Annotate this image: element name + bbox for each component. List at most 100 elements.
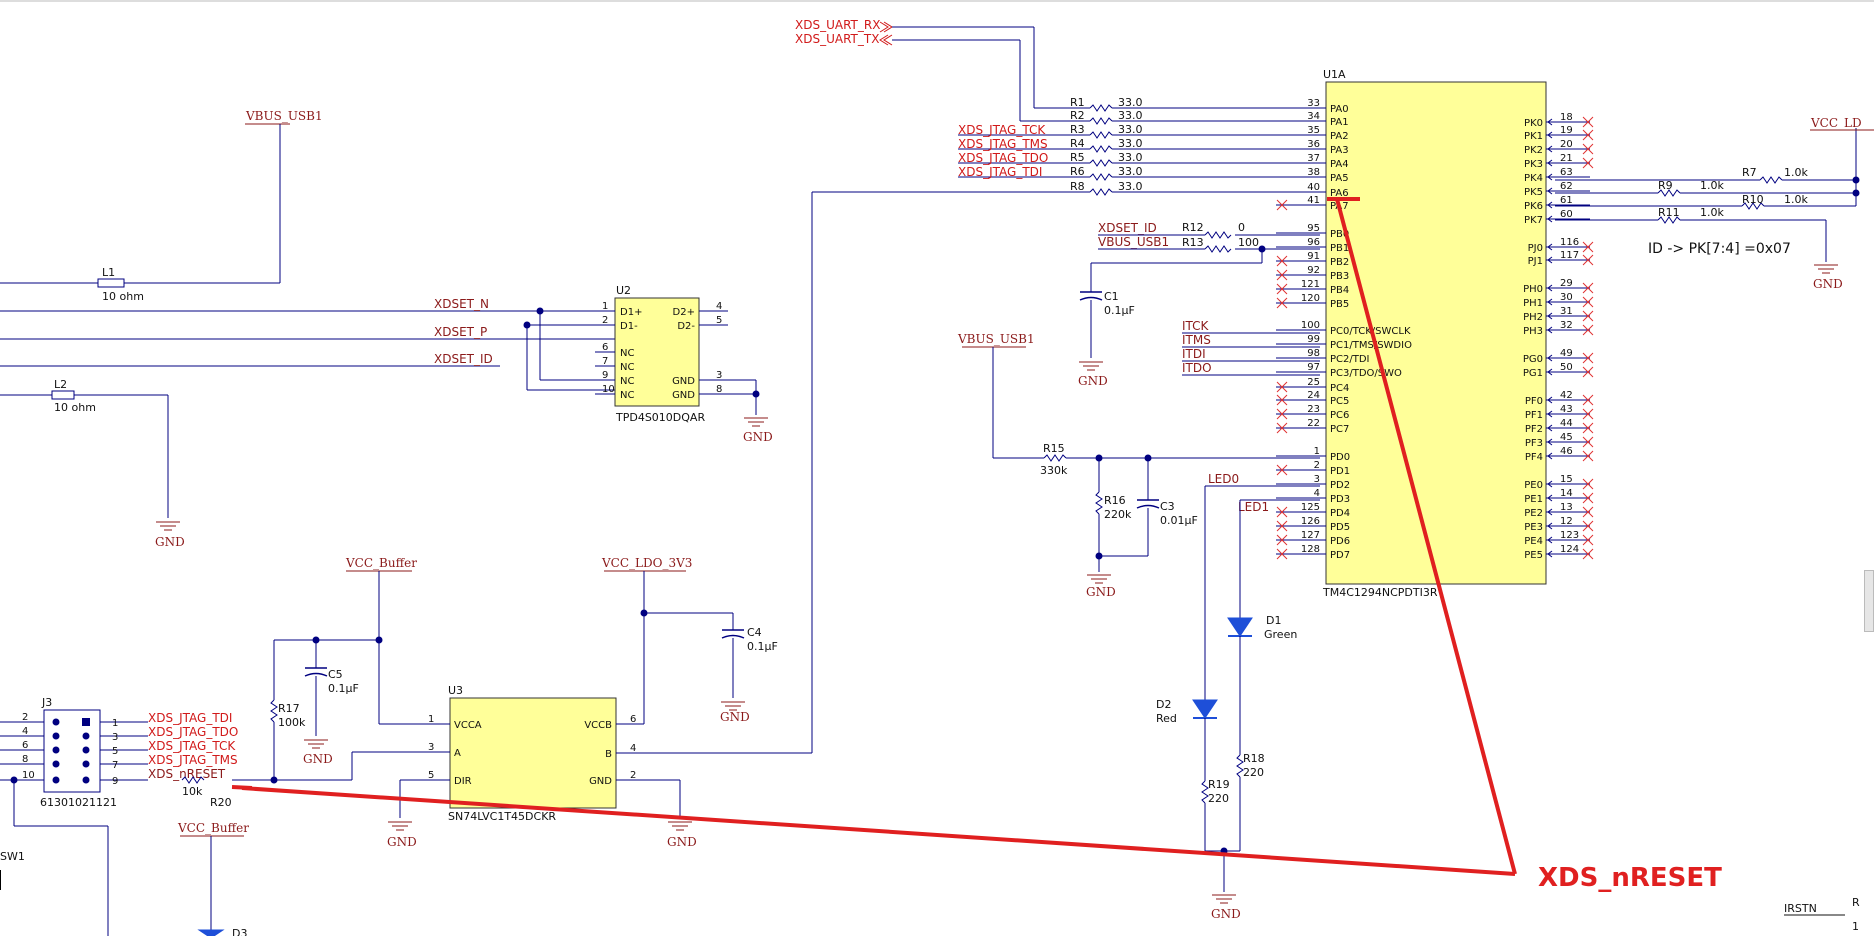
- u1-pin-num: 30: [1560, 292, 1573, 303]
- u1-pin-num: 62: [1560, 181, 1573, 192]
- l2-value: 10 ohm: [54, 401, 96, 414]
- l1-ref: L1: [102, 266, 115, 279]
- r6-ref: R6: [1070, 165, 1085, 178]
- u2-pin-num: 10: [602, 384, 615, 395]
- j3-pin-num: 4: [22, 726, 28, 737]
- vbus-divider: VBUS_USB1 R15 330k R16 220k C3 0.01µF GN…: [957, 332, 1320, 599]
- u1-pin-num: 43: [1560, 404, 1573, 415]
- led-circuit: LED0 LED1 D1 Green R18 220 D2 Red R19 22…: [1156, 472, 1320, 921]
- u1-pin-num: 35: [1307, 125, 1320, 136]
- vbus-usb1-top: VBUS_USB1: [245, 109, 323, 283]
- gnd-pk-label: GND: [1813, 277, 1843, 291]
- xdset-n-label: XDSET_N: [434, 297, 489, 311]
- u1a-part: TM4C1294NCPDTI3R: [1322, 586, 1438, 599]
- jtag-tms-label: XDS_JTAG_TMS: [958, 137, 1048, 151]
- u3-pin-num: 3: [428, 742, 434, 753]
- r15-value: 330k: [1040, 464, 1068, 477]
- u1-pin-pg1: PG1 50: [1523, 362, 1594, 379]
- u1-pin-name: PJ0: [1528, 243, 1543, 254]
- j3-pin-num: 5: [112, 746, 118, 757]
- u1-pin-name: PA3: [1330, 145, 1349, 156]
- u1-pin-num: 50: [1560, 362, 1573, 373]
- j3-tdi-label: XDS_JTAG_TDI: [148, 711, 232, 725]
- u1-pin-num: 46: [1560, 446, 1573, 457]
- u1-pin-num: 117: [1560, 250, 1579, 261]
- u1-pin-num: 98: [1307, 348, 1320, 359]
- r10-ref: R10: [1742, 193, 1764, 206]
- uart-nets: XDS_UART_RX XDS_UART_TX: [795, 18, 1035, 121]
- d2-value: Red: [1156, 712, 1177, 725]
- r18-ref: R18: [1243, 752, 1265, 765]
- u3-pin-num: 4: [630, 743, 636, 754]
- ic-u1a: U1A TM4C1294NCPDTI3R 33PA034PA135PA236PA…: [1276, 68, 1594, 599]
- r7-ref: R7: [1742, 166, 1757, 179]
- vcc-ld-right-label: VCC_LD: [1810, 116, 1862, 130]
- u1-pin-num: 40: [1307, 182, 1320, 193]
- u1-pin-num: 2: [1314, 460, 1320, 471]
- u1-pin-name: PB5: [1330, 299, 1349, 310]
- u1-pin-name: PB1: [1330, 243, 1349, 254]
- u1-pin-name: PJ1: [1528, 256, 1543, 267]
- u1-pin-num: 128: [1301, 544, 1320, 555]
- j3-tdo-label: XDS_JTAG_TDO: [148, 725, 238, 739]
- u1-pin-name: PA5: [1330, 173, 1349, 184]
- u1-pin-name: PA0: [1330, 104, 1349, 115]
- u2-part: TPD4S010DQAR: [615, 411, 705, 424]
- u2-pin-num: 2: [602, 315, 608, 326]
- vcc-buffer-1-label: VCC_Buffer: [345, 556, 417, 570]
- u1-pin-name: PD2: [1330, 480, 1350, 491]
- u1-pin-num: 100: [1301, 320, 1320, 331]
- u1-pin-name: PE5: [1524, 550, 1543, 561]
- u1-pin-name: PC6: [1330, 410, 1349, 421]
- r10-value: 1.0k: [1784, 193, 1808, 206]
- u1-pin-name: PK5: [1524, 187, 1543, 198]
- resistor-r6: R6 33.0: [958, 165, 1276, 181]
- u1-pin-name: PG1: [1523, 368, 1543, 379]
- vbus-usb1-net-label: VBUS_USB1: [1098, 235, 1169, 249]
- u1-pin-name: PC1/TMS/SWDIO: [1330, 340, 1412, 351]
- u1-pin-num: 127: [1301, 530, 1320, 541]
- u1-pin-num: 125: [1301, 502, 1320, 513]
- u1-pin-name: PE4: [1524, 536, 1543, 547]
- irstn-label: IRSTN: [1784, 902, 1817, 915]
- gnd-r16-label: GND: [1086, 585, 1116, 599]
- u2-pin-name: D1-: [620, 321, 638, 332]
- u3-part: SN74LVC1T45DCKR: [448, 810, 556, 823]
- u2-pin-name: NC: [620, 362, 634, 373]
- j3-part: 61301021121: [40, 796, 117, 809]
- vertical-scrollbar[interactable]: [1864, 570, 1874, 632]
- r16-value: 220k: [1104, 508, 1132, 521]
- u1-pin-num: 13: [1560, 502, 1573, 513]
- u1-pin-name: PD0: [1330, 452, 1350, 463]
- r18-value: 220: [1243, 766, 1264, 779]
- u1-pin-num: 95: [1307, 223, 1320, 234]
- r6-value: 33.0: [1118, 165, 1143, 178]
- u1-pin-name: PC5: [1330, 396, 1349, 407]
- gnd-u3dir-label: GND: [387, 835, 417, 849]
- u1-pin-name: PK6: [1524, 201, 1543, 212]
- u1-pin-num: 96: [1307, 237, 1320, 248]
- buffer-power: VCC_Buffer R17 100k GND C5 0.1µF: [270, 556, 450, 784]
- j3-pin-num: 7: [112, 760, 118, 771]
- pc-jtag-nets: ITCK ITMS ITDI ITDO: [1182, 319, 1320, 376]
- led0-label: LED0: [1208, 472, 1239, 486]
- u1-pin-num: 33: [1307, 98, 1320, 109]
- r15-ref: R15: [1043, 442, 1065, 455]
- u1-pin-num: 24: [1307, 390, 1320, 401]
- u1-pin-num: 123: [1560, 530, 1579, 541]
- edge-1-label: 1: [1852, 920, 1859, 933]
- inductor-l1: L1 10 ohm: [0, 266, 280, 303]
- led-d3-icon: [197, 929, 225, 936]
